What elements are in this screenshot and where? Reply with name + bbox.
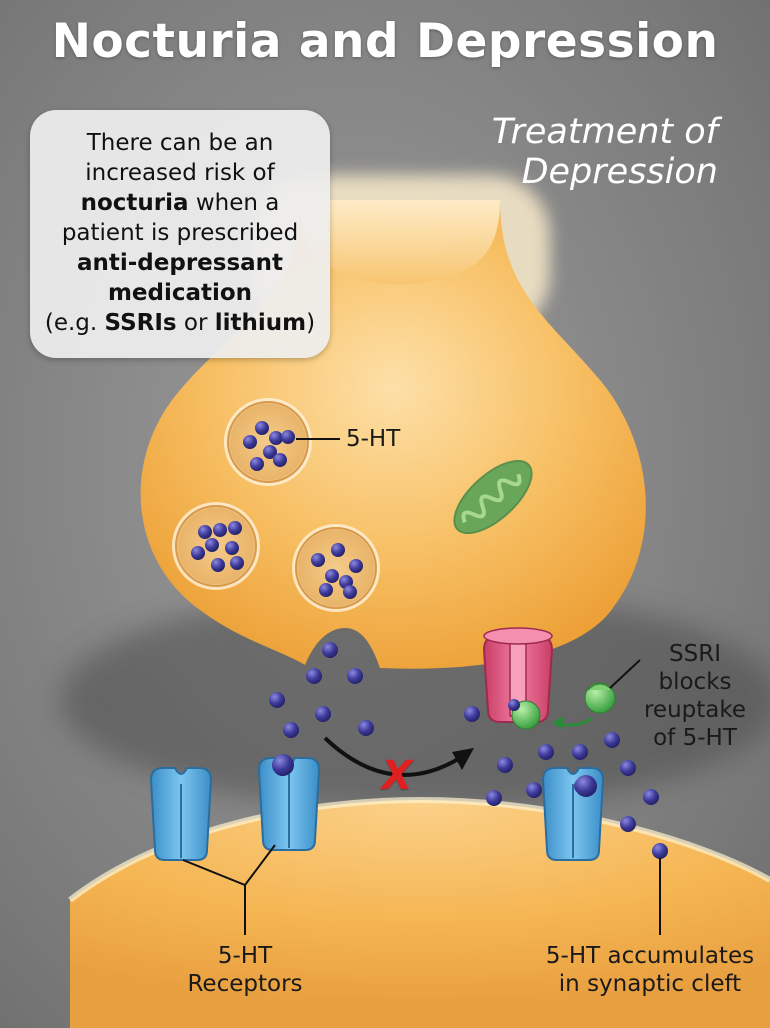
subtitle-line-1: Treatment of [491,112,718,152]
serotonin-molecule [198,525,212,539]
serotonin-molecule [604,732,620,748]
accumulates-label-line-1: 5-HT accumulates [545,943,755,969]
info-line-2: increased risk of [85,160,275,186]
serotonin-molecule [331,543,345,557]
serotonin-molecule [243,435,257,449]
subtitle: Treatment of Depression [398,112,718,192]
ssri-arrow [559,716,593,727]
info-line-7-pre: (e.g. [44,310,105,336]
serotonin-molecule [269,692,285,708]
serotonin-molecule [620,816,636,832]
serotonin-molecule [325,569,339,583]
info-line-7-mid: or [176,310,215,336]
ssri-label-line-3: reuptake [643,697,747,723]
serotonin-molecule [269,431,283,445]
receptors-label-line-2: Receptors [187,971,303,997]
serotonin-molecule [213,523,227,537]
serotonin-molecule [464,706,480,722]
serotonin-molecule [343,585,357,599]
serotonin-molecule [191,546,205,560]
info-line-4: patient is prescribed [61,220,299,246]
vesicle [172,502,260,590]
page-title: Nocturia and Depression [51,14,719,69]
info-line-5: anti-depressant [76,250,284,276]
info-line-3: nocturia when a [30,188,330,218]
serotonin-molecule [255,421,269,435]
ssri-molecule-free [584,682,616,714]
serotonin-molecule [347,668,363,684]
info-line-7: (e.g. SSRIs or lithium) [30,308,330,338]
info-term-ssris: SSRIs [104,310,177,336]
cleft-shadow [60,590,770,810]
axon-highlight [300,200,500,285]
serotonin-molecule [273,453,287,467]
serotonin-molecule [311,553,325,567]
serotonin-molecule [497,757,513,773]
receptors-label: 5-HT Receptors [175,942,315,998]
serotonin-molecule [250,457,264,471]
blocked-x-mark: X [381,753,413,799]
serotonin-molecule [281,430,295,444]
serotonin-molecule [225,541,239,555]
serotonin-molecule [358,720,374,736]
vesicle [292,524,380,612]
serotonin-molecule [538,744,554,760]
serotonin-molecule [526,782,542,798]
serotonin-molecule [283,722,299,738]
ssri-molecule-bound [508,699,541,730]
reuptake-arrowhead [452,748,474,770]
vesicle-label: 5-HT [346,426,401,452]
mitochondrion [453,459,533,535]
subtitle-line-2: Depression [521,152,718,192]
accumulates-label: 5-HT accumulates in synaptic cleft [535,942,765,998]
serotonin-molecule [211,558,225,572]
serotonin-molecule-bound [272,754,294,776]
receptor-left [149,767,213,861]
serotonin-molecule [349,559,363,573]
reuptake-transporter [482,627,554,723]
info-term-lithium: lithium [214,310,307,336]
info-line-1: There can be an [86,130,274,156]
serotonin-molecule [572,744,588,760]
receptors-label-line-1: 5-HT [217,943,273,969]
serotonin-molecule [315,706,331,722]
serotonin-molecule [306,668,322,684]
accumulates-label-line-2: in synaptic cleft [558,971,742,997]
info-box: There can be an increased risk of noctur… [30,110,330,358]
serotonin-molecule [652,843,668,859]
ssri-arrowhead [552,716,564,730]
reuptake-arrow [323,736,462,777]
vesicle [224,398,312,486]
serotonin-molecule [620,760,636,776]
info-line-7-post: ) [306,310,316,336]
info-line-6: medication [107,280,253,306]
ssri-label-line-1: SSRI [669,641,721,667]
serotonin-molecule-bound [575,775,597,797]
serotonin-molecule [263,445,277,459]
ssri-label-line-4: of 5-HT [653,725,737,751]
serotonin-molecule [228,521,242,535]
serotonin-molecule [486,790,502,806]
ssri-leader-line [609,659,641,689]
ssri-label-line-2: blocks [658,669,732,695]
info-term-nocturia: nocturia [80,190,189,216]
ssri-label: SSRI blocks reuptake of 5-HT [640,640,750,752]
info-line-3-rest: when a [188,190,280,216]
serotonin-molecule [319,583,333,597]
serotonin-molecule [322,642,338,658]
serotonin-molecule [643,789,659,805]
serotonin-molecule [205,538,219,552]
serotonin-molecule [230,556,244,570]
receptors-leader-line [182,844,276,935]
